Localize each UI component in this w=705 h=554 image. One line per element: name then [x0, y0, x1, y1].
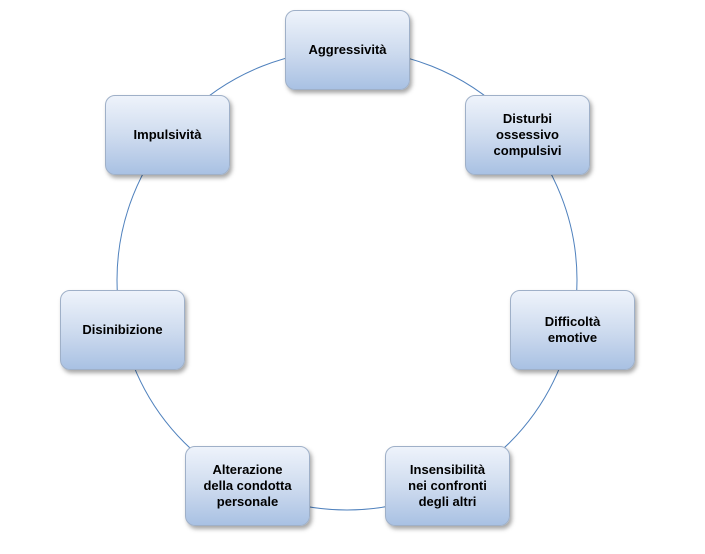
node-label: Impulsività [133, 127, 202, 142]
node-insensibilita: Insensibilità nei confronti degli altri [385, 446, 510, 526]
node-label: Alterazione della condotta personale [203, 462, 292, 509]
node-label: Difficoltà emotive [544, 314, 601, 345]
node-difficolta-emotive: Difficoltà emotive [510, 290, 635, 370]
node-label: Insensibilità nei confronti degli altri [408, 462, 487, 509]
node-disinibizione: Disinibizione [60, 290, 185, 370]
node-label: Disinibizione [82, 322, 163, 337]
node-label: Disturbi ossessivo compulsivi [493, 111, 562, 158]
node-impulsivita: Impulsività [105, 95, 230, 175]
node-disturbi-ossessivo-compulsivi: Disturbi ossessivo compulsivi [465, 95, 590, 175]
node-alterazione-condotta: Alterazione della condotta personale [185, 446, 310, 526]
node-label: Aggressività [308, 42, 387, 57]
node-aggressivita: Aggressività [285, 10, 410, 90]
